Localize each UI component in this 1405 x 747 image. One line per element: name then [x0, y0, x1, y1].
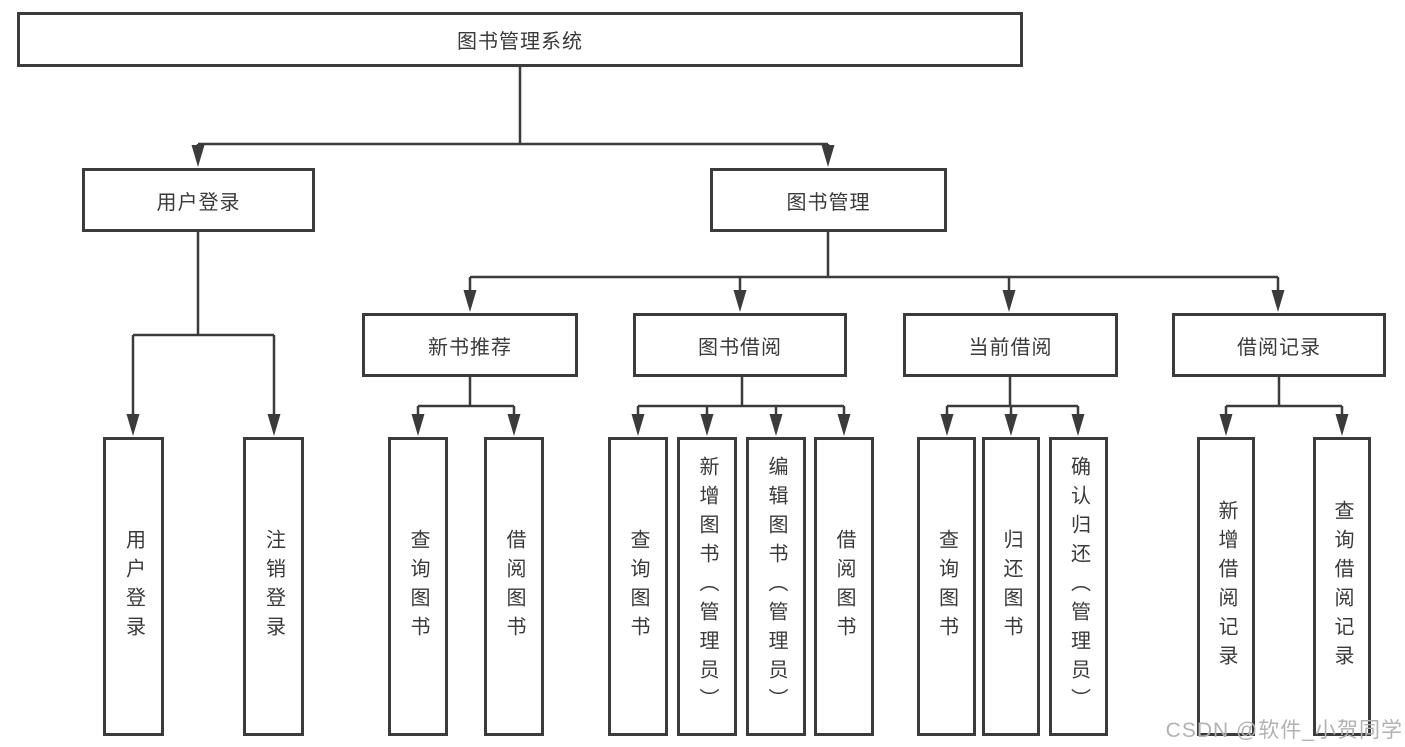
- leaf-logout: 注销登录: [243, 437, 304, 736]
- leaf-query-borrow-record: 查询借阅记录: [1313, 437, 1371, 736]
- leaf-borrow-books: 借阅图书: [814, 437, 874, 736]
- leaf-return-books: 归还图书: [982, 437, 1040, 736]
- node-book-borrow: 图书借阅: [633, 313, 847, 377]
- node-root-system: 图书管理系统: [17, 12, 1023, 67]
- leaf-user-login: 用户登录: [103, 437, 164, 736]
- leaf-query-books-borrow: 查询图书: [608, 437, 668, 736]
- leaf-query-books-recommend: 查询图书: [388, 437, 448, 736]
- node-book-management: 图书管理: [710, 168, 947, 232]
- leaf-query-books-current: 查询图书: [917, 437, 976, 736]
- node-borrow-records: 借阅记录: [1172, 313, 1386, 377]
- leaf-add-book-admin: 新增图书（管理员）: [677, 437, 737, 736]
- leaf-add-borrow-record: 新增借阅记录: [1197, 437, 1255, 736]
- leaf-edit-book-admin: 编辑图书（管理员）: [746, 437, 806, 736]
- csdn-watermark: CSDN @软件_小贺同学: [1165, 719, 1403, 742]
- arrowheads: [126, 145, 1349, 436]
- node-current-borrow: 当前借阅: [903, 313, 1118, 377]
- leaf-confirm-return-admin: 确认归还（管理员）: [1049, 437, 1108, 736]
- node-user-login: 用户登录: [82, 168, 315, 232]
- leaf-borrow-books-recommend: 借阅图书: [484, 437, 544, 736]
- node-new-book-recommend: 新书推荐: [362, 313, 578, 377]
